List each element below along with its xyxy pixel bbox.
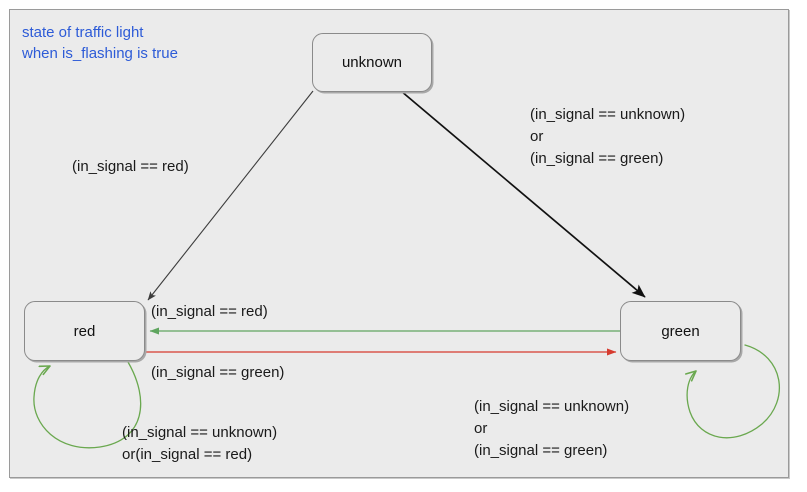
- edge-label-unknown-to-red: (in_signal == red): [72, 158, 189, 175]
- state-node-unknown[interactable]: unknown: [312, 33, 432, 92]
- edge-label-red-to-green: (in_signal == green): [151, 364, 285, 381]
- edge-label-green-self-loop: (in_signal == unknown) or (in_signal == …: [474, 398, 630, 459]
- state-label-unknown: unknown: [341, 54, 403, 71]
- state-node-green[interactable]: green: [620, 301, 741, 361]
- state-label-red: red: [73, 322, 96, 340]
- edge-label-green-to-red: (in_signal == red): [151, 303, 268, 320]
- state-label-green: green: [661, 322, 700, 340]
- state-node-red[interactable]: red: [24, 301, 145, 361]
- diagram-caption: state of traffic light when is_flashing …: [22, 24, 178, 62]
- edge-label-red-self-loop: (in_signal == unknown) or(in_signal == r…: [122, 424, 278, 463]
- edge-label-unknown-to-green: (in_signal == unknown) or (in_signal == …: [530, 106, 686, 167]
